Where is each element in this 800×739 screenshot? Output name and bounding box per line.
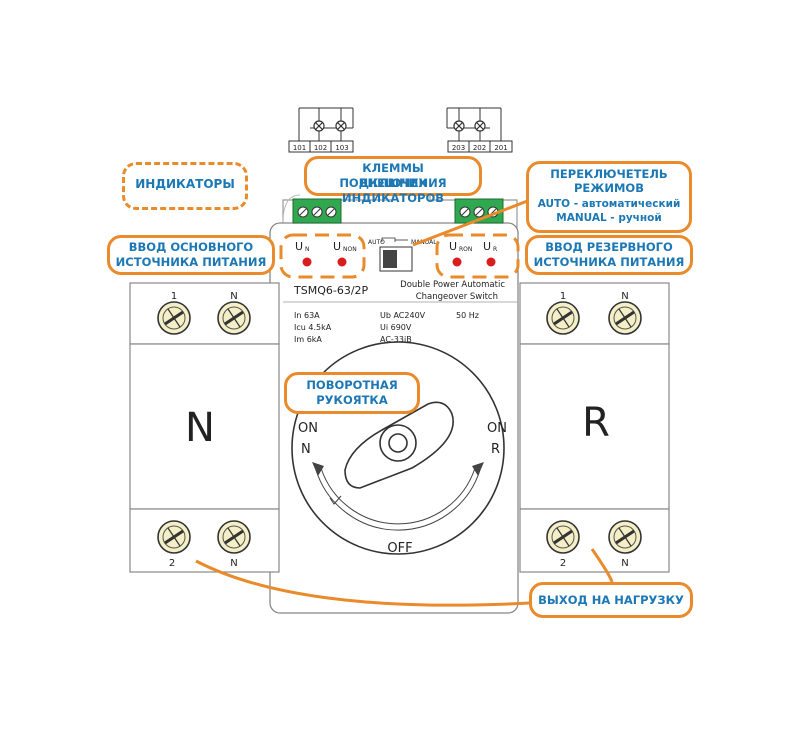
dashed-indicators-left	[279, 233, 366, 279]
svg-text:MANUAL: MANUAL	[411, 239, 437, 246]
terminal-label-103: 103	[335, 144, 348, 152]
dial-off: OFF	[387, 541, 412, 556]
svg-text:N: N	[305, 246, 310, 253]
right-module-letter: R	[582, 400, 610, 446]
spec-in: In 63A	[294, 311, 320, 320]
spec-hz: 50 Hz	[456, 311, 479, 320]
dial-on-left: ON	[298, 421, 318, 436]
terminal-label-203: 203	[452, 144, 465, 152]
dial-r-label: R	[491, 442, 500, 457]
callout-output: ВЫХОД НА НАГРУЗКУ	[529, 582, 693, 618]
green-terminal-right	[454, 198, 504, 224]
callout-indicators-text: ИНДИКАТОРЫ	[135, 177, 235, 191]
callout-main-input: ВВОД ОСНОВНОГО ИСТОЧНИКА ПИТАНИЯ	[107, 235, 275, 275]
svg-text:U: U	[449, 240, 457, 253]
spec-ub: Ub AC240V	[380, 311, 426, 320]
callout-terminals: КЛЕММЫ ПОДКЛЮЧЕНИЯ ВНЕШНИХ ИНДИКАТОРОВ	[304, 156, 482, 205]
desc-line1: Double Power Automatic	[400, 280, 505, 290]
svg-text:1: 1	[560, 291, 566, 302]
spec-im: Im 6kA	[294, 335, 322, 344]
terminal-label-101: 101	[293, 144, 306, 152]
mode-switch[interactable]: AUTO MANUAL	[368, 237, 437, 272]
svg-text:NON: NON	[343, 246, 357, 253]
svg-text:2: 2	[560, 558, 566, 569]
indicator-ur: U R	[483, 240, 497, 267]
right-module: 1 N R 2 N	[519, 282, 670, 573]
svg-text:AUTO: AUTO	[368, 239, 385, 246]
svg-text:N: N	[230, 291, 237, 302]
callout-mode-switch: ПЕРЕКЛЮЧЕТЕЛЬ РЕЖИМОВ AUTO - автоматичес…	[526, 161, 692, 233]
indicator-uron: U RON	[449, 240, 472, 267]
callout-connectors	[195, 198, 614, 607]
dashed-indicators-right	[435, 233, 520, 279]
indicator-unon: U NON	[333, 240, 357, 267]
model-label: TSMQ6-63/2P	[293, 284, 369, 297]
spec-ui: Ui 690V	[380, 323, 412, 332]
indicator-un: U N	[295, 240, 312, 267]
right-indicator-wiring: 203 202 201	[446, 107, 513, 153]
callout-reserve-input: ВВОД РЕЗЕРВНОГО ИСТОЧНИКА ПИТАНИЯ	[525, 235, 693, 275]
svg-text:N: N	[621, 291, 628, 302]
desc-line2: Changeover Switch	[416, 292, 498, 302]
dial-on-right: ON	[487, 421, 507, 436]
callout-indicators: ИНДИКАТОРЫ	[122, 162, 248, 210]
svg-text:N: N	[621, 558, 628, 569]
callout-handle: ПОВОРОТНАЯ РУКОЯТКА	[284, 372, 420, 414]
svg-text:RON: RON	[459, 246, 472, 253]
svg-text:2: 2	[169, 558, 175, 569]
terminal-label-201: 201	[494, 144, 507, 152]
spec-icu: Icu 4.5kA	[294, 323, 332, 332]
green-terminal-left	[292, 198, 342, 224]
svg-text:1: 1	[171, 291, 177, 302]
spec-ac: AC-33iB	[380, 335, 412, 344]
left-module: 1 N N 2 N	[129, 282, 280, 573]
left-indicator-wiring: 101 102 103	[288, 107, 354, 153]
terminal-label-102: 102	[314, 144, 327, 152]
terminal-label-202: 202	[473, 144, 486, 152]
svg-text:U: U	[483, 240, 491, 253]
left-module-letter: N	[185, 405, 215, 451]
dial-n-label: N	[301, 442, 311, 457]
svg-text:U: U	[333, 240, 341, 253]
svg-text:U: U	[295, 240, 303, 253]
svg-text:R: R	[493, 246, 497, 253]
svg-text:N: N	[230, 558, 237, 569]
